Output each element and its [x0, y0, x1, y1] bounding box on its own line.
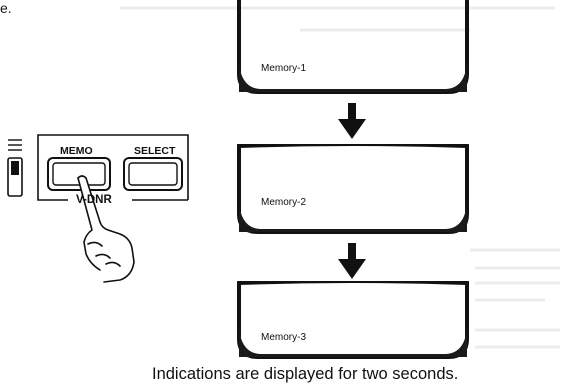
control-panel-illustration: MEMO SELECT V-DNR [0, 130, 230, 290]
down-arrow-icon [338, 103, 366, 139]
panel-drawing [7, 134, 189, 283]
screen-memory-1: Memory-1 [236, 0, 470, 96]
caption: Indications are displayed for two second… [152, 365, 459, 383]
select-button[interactable]: SELECT [134, 145, 176, 157]
screen-label: Memory-1 [261, 63, 307, 74]
screen-label: Memory-2 [261, 197, 307, 208]
memo-button[interactable]: MEMO [60, 145, 93, 157]
text-fragment: e. [0, 0, 12, 16]
screen-frame [237, 0, 469, 94]
screen-memory-2: Memory-2 [236, 144, 470, 236]
screen-frame [237, 281, 469, 359]
v-dnr-label: V-DNR [76, 194, 112, 206]
screen-memory-3: Memory-3 [236, 281, 470, 361]
screen-label: Memory-3 [261, 332, 307, 343]
screen-frame [237, 144, 469, 234]
down-arrow-icon [338, 243, 366, 279]
